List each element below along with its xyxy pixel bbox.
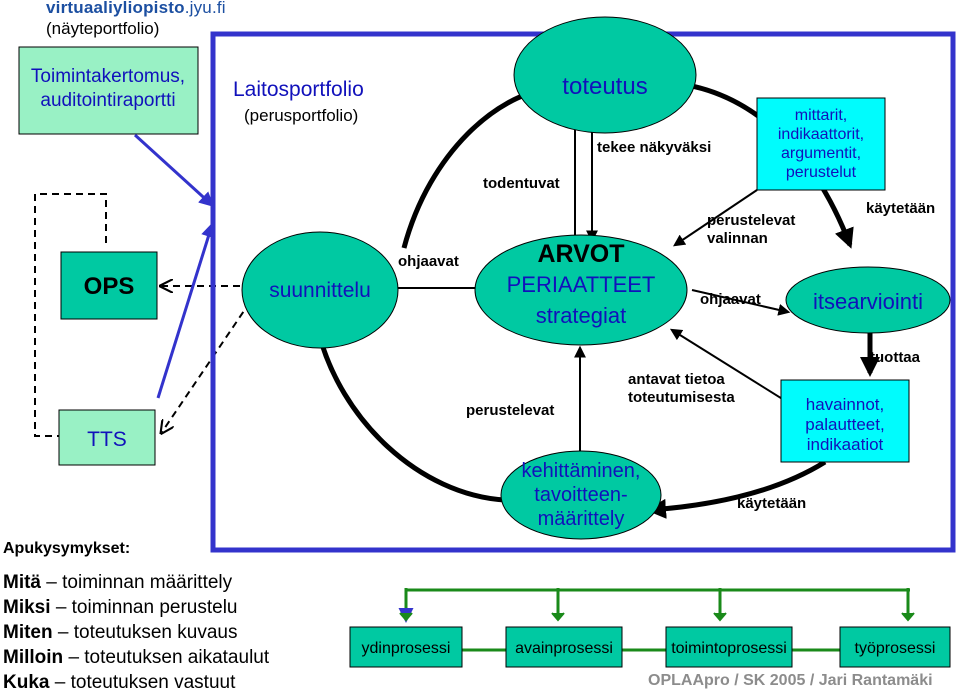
process-box-1 bbox=[349, 626, 463, 668]
subtitle: (näyteportfolio) bbox=[46, 19, 160, 38]
kehittaminen-line-1: kehittäminen, bbox=[522, 460, 641, 482]
toimintakertomus-label-2: auditointiraportti bbox=[40, 90, 175, 111]
arrow-havainnot-arvot bbox=[669, 328, 801, 411]
kehittaminen-line-3: määrittely bbox=[538, 508, 625, 530]
logo[interactable]: virtuaaliyliopisto.jyu.fi bbox=[46, 0, 226, 18]
ops-label: OPS bbox=[84, 273, 135, 300]
process-arrowhead-4 bbox=[901, 612, 915, 622]
toteutus-label: toteutus bbox=[562, 73, 647, 100]
help-key: Mitä bbox=[3, 572, 41, 593]
process-label-3: toimintoprosessi bbox=[671, 640, 787, 657]
antavat-tietoa-line-1: antavat tietoa bbox=[628, 371, 725, 388]
perustelevat-label: perustelevat bbox=[466, 402, 554, 419]
ohjaavat-right-label: ohjaavat bbox=[700, 291, 761, 308]
arrow-mittarit-arvot bbox=[673, 189, 758, 247]
mittarit-label: mittarit, indikaattorit, argumentit, perust… bbox=[778, 107, 864, 181]
dashed-arrow-suunnittelu-tts bbox=[162, 301, 251, 432]
cycle-arrow-kehittaminen-suunnittelu bbox=[312, 326, 506, 503]
laitosportfolio-title: Laitosportfolio bbox=[233, 78, 364, 101]
help-text: – toteutuksen vastuut bbox=[54, 672, 236, 693]
help-text: – toiminnan määrittely bbox=[46, 572, 233, 593]
kehittaminen-node bbox=[500, 450, 662, 540]
process-box-2 bbox=[505, 626, 623, 668]
toimintakertomus-label-1: Toimintakertomus, bbox=[31, 66, 185, 87]
ohjaavat-left-label: ohjaavat bbox=[398, 253, 459, 270]
tuottaa-label: tuottaa bbox=[870, 349, 921, 366]
process-label-4: työprosessi bbox=[855, 640, 936, 657]
arvot-label: ARVOT bbox=[537, 240, 624, 268]
footer-credit: OPLAApro / SK 2005 / Jari Rantamäki bbox=[648, 672, 933, 689]
logo-text-main: virtuaaliyliopisto bbox=[46, 0, 185, 17]
arvot-node bbox=[474, 234, 688, 346]
tts-label: TTS bbox=[87, 428, 127, 451]
process-arrowhead-2 bbox=[551, 612, 565, 622]
suunnittelu-label: suunnittelu bbox=[269, 279, 371, 302]
help-text: – toteutuksen kuvaus bbox=[57, 622, 238, 643]
laitosportfolio-subtitle: (perusportfolio) bbox=[244, 106, 358, 125]
itsearviointi-node bbox=[785, 266, 951, 334]
mittarit-line-3: argumentit, bbox=[781, 145, 861, 162]
havainnot-line-1: havainnot, bbox=[806, 395, 884, 414]
havainnot-line-2: palautteet, bbox=[805, 415, 884, 434]
toteutus-node bbox=[513, 16, 697, 134]
tekee-nakyvaksi-label: tekee näkyväksi bbox=[597, 139, 711, 156]
process-label-2: avainprosessi bbox=[515, 640, 613, 657]
suunnittelu-node bbox=[241, 231, 399, 349]
help-item: Miten – toteutuksen kuvaus bbox=[3, 621, 237, 645]
logo-text-domain: .jyu.fi bbox=[184, 0, 226, 17]
dashed-connector-ops-tts bbox=[34, 193, 107, 437]
help-item: Milloin – toteutuksen aikataulut bbox=[3, 646, 269, 670]
help-text: – toteutuksen aikataulut bbox=[68, 647, 270, 668]
process-box-3 bbox=[665, 626, 793, 668]
process-label-1: ydinprosessi bbox=[362, 640, 451, 657]
todentuvat-label: todentuvat bbox=[483, 175, 560, 192]
toimintakertomus-box bbox=[18, 46, 199, 135]
itsearviointi-label: itsearviointi bbox=[813, 289, 923, 314]
help-item: Mitä – toiminnan määrittely bbox=[3, 571, 232, 595]
periaatteet-label: PERIAATTEET bbox=[507, 272, 656, 297]
blue-arrow-lower bbox=[156, 222, 216, 399]
havainnot-box bbox=[780, 379, 910, 463]
cycle-arrow-suunnittelu-toteutus bbox=[401, 81, 549, 249]
help-item: Miksi – toiminnan perustelu bbox=[3, 596, 237, 620]
mittarit-line-4: perustelut bbox=[786, 164, 857, 181]
havainnot-line-3: indikaatiot bbox=[807, 435, 884, 454]
blue-arrow-upper bbox=[133, 133, 215, 208]
arrow-arvot-itsearviointi bbox=[691, 289, 791, 316]
help-title: Apukysymykset: bbox=[3, 540, 131, 557]
mittarit-box bbox=[756, 97, 886, 191]
havainnot-label: havainnot,palautteet,indikaatiot bbox=[805, 395, 884, 454]
kehittaminen-label: kehittäminen,tavoitteen-määrittely bbox=[522, 460, 641, 530]
help-item: Kuka – toteutuksen vastuut bbox=[3, 671, 235, 695]
process-box-4 bbox=[839, 626, 951, 668]
perustelevat-valinnan-line-2: valinnan bbox=[707, 230, 768, 247]
help-key: Kuka bbox=[3, 672, 50, 693]
cycle-arrow-havainnot-kehittaminen bbox=[646, 459, 827, 519]
help-key: Miten bbox=[3, 622, 53, 643]
mittarit-line-1: mittarit, bbox=[795, 107, 847, 124]
help-key: Miksi bbox=[3, 597, 51, 618]
help-text: – toiminnan perustelu bbox=[55, 597, 238, 618]
antavat-tietoa-line-2: toteutumisesta bbox=[628, 389, 735, 406]
tts-box bbox=[58, 409, 156, 466]
help-key: Milloin bbox=[3, 647, 64, 668]
kaytetaan-bottom-label: käytetään bbox=[737, 495, 806, 512]
toimintakertomus-label: Toimintakertomus, auditointiraportti bbox=[31, 66, 185, 111]
strategiat-label: strategiat bbox=[536, 303, 627, 328]
kaytetaan-top-label: käytetään bbox=[866, 200, 935, 217]
mittarit-line-2: indikaattorit, bbox=[778, 126, 864, 143]
perustelevat-valinnan-line-1: perustelevat bbox=[707, 212, 795, 229]
process-arrowhead-3 bbox=[713, 612, 727, 622]
process-arrowhead-1 bbox=[399, 612, 413, 622]
ops-box bbox=[60, 251, 158, 320]
kehittaminen-line-2: tavoitteen- bbox=[534, 484, 627, 506]
